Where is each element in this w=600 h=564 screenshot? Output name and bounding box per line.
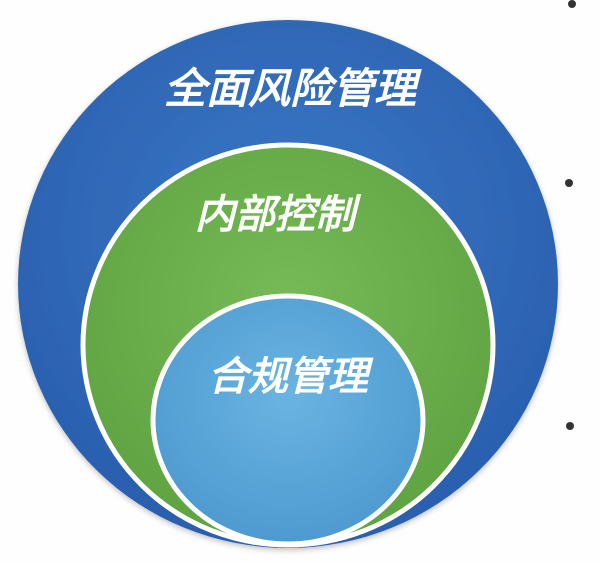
inner-circle-layer [150,293,426,547]
bullet-dot-1 [568,0,576,8]
outer-circle-label: 全面风险管理 [164,64,422,113]
inner-circle [150,293,426,547]
bullet-dot-3 [566,422,574,430]
inner-circle-label: 合规管理 [208,354,374,400]
bullet-dot-2 [565,179,573,187]
middle-circle-label: 内部控制 [195,192,362,238]
